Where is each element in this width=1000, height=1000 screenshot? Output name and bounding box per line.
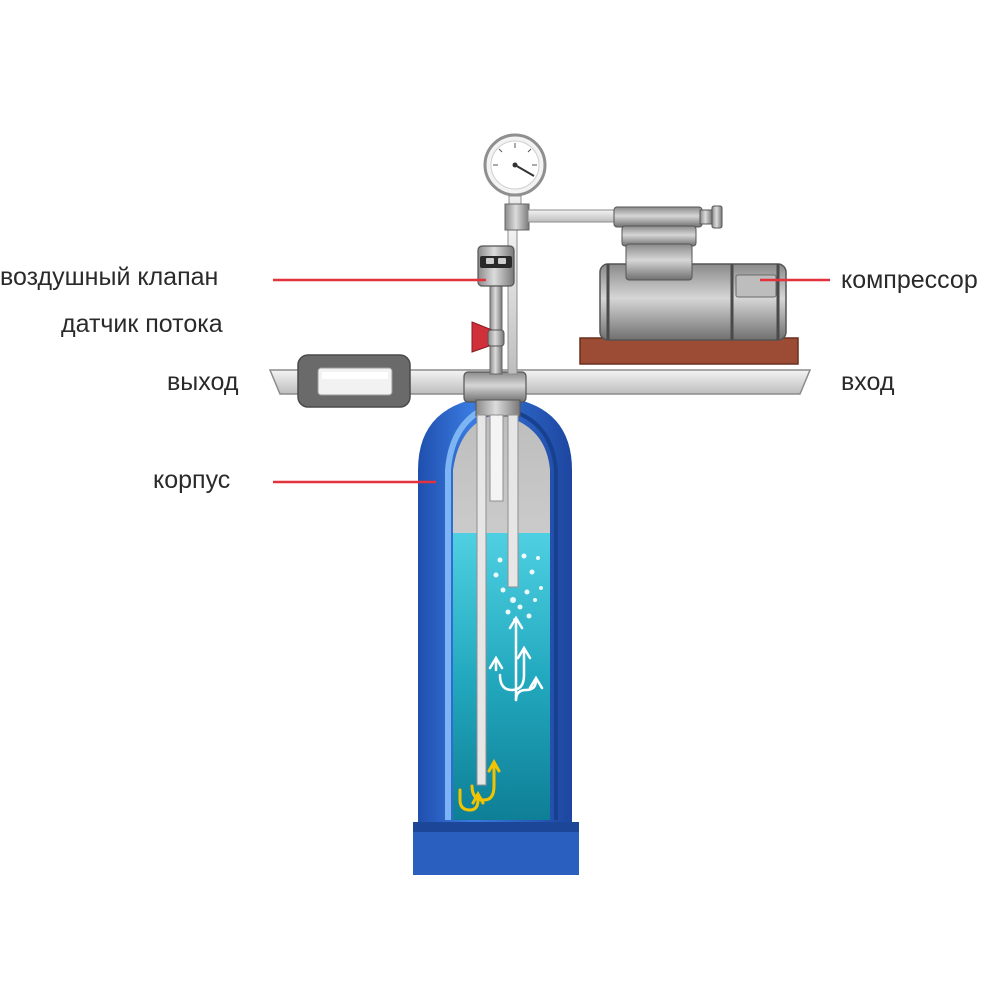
label-air-valve: воздушный клапан bbox=[0, 263, 219, 291]
shutoff-valve-handle bbox=[471, 321, 505, 353]
riser-pipe bbox=[489, 221, 518, 375]
air-valve bbox=[477, 245, 515, 287]
leader-lines bbox=[273, 278, 830, 484]
inner-tubes bbox=[476, 414, 519, 786]
label-compressor: компрессор bbox=[841, 266, 978, 294]
flow-sensor-meter bbox=[297, 354, 411, 408]
pressure-gauge bbox=[483, 133, 547, 227]
label-housing: корпус bbox=[153, 466, 231, 494]
water-flow-arrows bbox=[488, 615, 544, 702]
tank-head bbox=[463, 371, 527, 417]
air-bubbles bbox=[493, 553, 543, 622]
intake-arrows bbox=[458, 758, 501, 812]
label-flow-sensor: датчик потока bbox=[61, 310, 223, 338]
compressor-unit bbox=[579, 225, 799, 365]
air-line bbox=[504, 203, 723, 231]
label-outlet: выход bbox=[167, 368, 239, 396]
label-inlet: вход bbox=[841, 368, 895, 396]
